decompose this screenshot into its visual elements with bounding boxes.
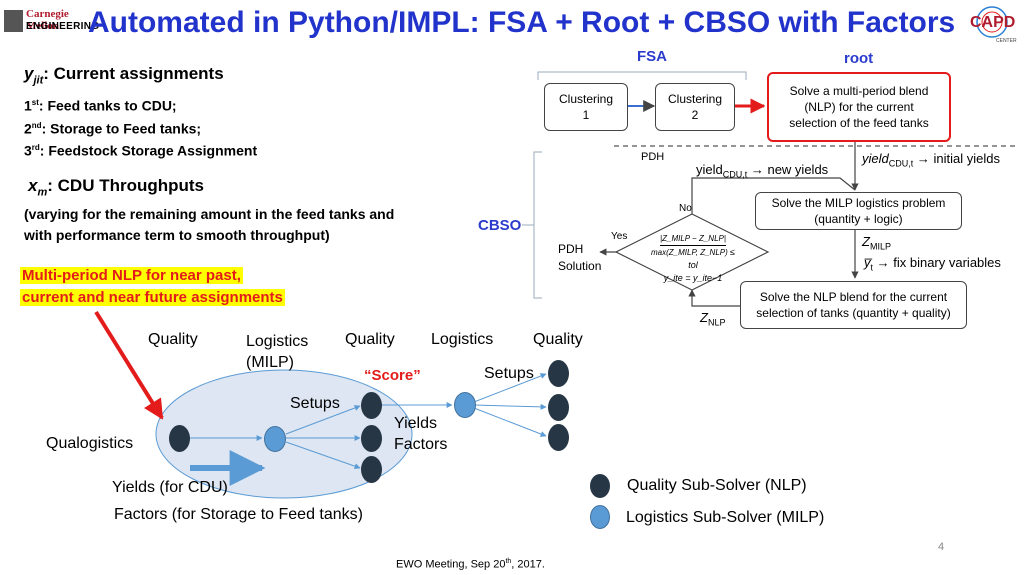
page-title: Automated in Python/IMPL: FSA + Root + C… bbox=[88, 6, 956, 39]
quality-label-1: Quality bbox=[148, 331, 198, 348]
quality-node-2 bbox=[361, 425, 382, 452]
assignment-list: 1st: Feed tanks to CDU; 2nd: Storage to … bbox=[24, 93, 257, 161]
new-yield-label: yieldCDU,t → new yields bbox=[696, 162, 829, 180]
xm-description: (varying for the remaining amount in the… bbox=[24, 206, 395, 243]
qualogistics-node bbox=[169, 425, 190, 452]
logo-cmu-line2: ENGINEERING bbox=[26, 21, 100, 32]
yes-label: Yes bbox=[611, 231, 628, 242]
cbso-label: CBSO bbox=[478, 217, 522, 234]
logo-cmu-line1: Carnegie Mellon bbox=[26, 8, 69, 32]
score-label: “Score” bbox=[364, 367, 421, 384]
milp-logistics-box: Solve the MILP logistics problem(quantit… bbox=[755, 192, 962, 230]
capd-logo: CAPD CENTER bbox=[966, 4, 1018, 44]
page-number: 4 bbox=[938, 541, 945, 553]
legend-quality-label: Quality Sub-Solver (NLP) bbox=[627, 477, 807, 494]
fsa-label: FSA bbox=[637, 48, 667, 65]
legend-logistics-dot bbox=[590, 505, 610, 529]
cmu-engineering-logo: Carnegie Mellon ENGINEERING bbox=[4, 8, 99, 34]
logistics-label-2: Logistics bbox=[431, 331, 494, 348]
root-label: root bbox=[844, 50, 874, 67]
logistics-milp-label: Logistics(MILP) bbox=[246, 333, 309, 371]
quality-node-3 bbox=[361, 456, 382, 483]
z-milp-label: ZMILP bbox=[862, 234, 891, 252]
convergence-criterion: |Z_MILP − Z_NLP| max(Z_MILP, Z_NLP) ≤ to… bbox=[651, 234, 735, 283]
logistics-node-1 bbox=[264, 426, 286, 452]
cmu-building-icon bbox=[4, 10, 23, 32]
quality-label-3: Quality bbox=[533, 331, 583, 348]
nlp-highlight-note: Multi-period NLP for near past, current … bbox=[20, 267, 285, 306]
setups-label-2: Setups bbox=[484, 365, 534, 382]
footer-meeting: EWO Meeting, Sep 20th, 2017. bbox=[396, 558, 545, 571]
quality-label-2: Quality bbox=[345, 331, 395, 348]
capd-logo-subtext: CENTER bbox=[996, 38, 1017, 44]
quality-node-4 bbox=[548, 360, 569, 387]
factors-storage-label: Factors (for Storage to Feed tanks) bbox=[114, 506, 363, 523]
yjit-heading: yjit: Current assignments bbox=[24, 64, 224, 87]
no-label: No bbox=[679, 203, 692, 214]
assignment-item-2: 2nd: Storage to Feed tanks; bbox=[24, 120, 202, 137]
z-nlp-label: ZNLP bbox=[700, 310, 726, 328]
assignment-item-1: 1st: Feed tanks to CDU; bbox=[24, 97, 177, 114]
fix-binary-label: y̅t → fix binary variables bbox=[864, 255, 1001, 273]
setups-label-1: Setups bbox=[290, 395, 340, 412]
logistics-node-2 bbox=[454, 392, 476, 418]
yields-for-cdu-label: Yields (for CDU) bbox=[112, 479, 228, 496]
xm-heading: xm: CDU Throughputs bbox=[28, 176, 204, 199]
capd-logo-text: CAPD bbox=[970, 14, 1015, 31]
quality-node-score bbox=[361, 392, 382, 419]
legend-quality-dot bbox=[590, 474, 610, 498]
quality-node-6 bbox=[548, 424, 569, 451]
pdh-label: PDH bbox=[641, 151, 665, 163]
assignment-item-3: 3rd: Feedstock Storage Assignment bbox=[24, 142, 258, 159]
qualogistics-label: Qualogistics bbox=[46, 435, 134, 452]
initial-yield-label: yieldCDU,t → initial yields bbox=[862, 151, 1000, 169]
quality-node-5 bbox=[548, 394, 569, 421]
legend-logistics-label: Logistics Sub-Solver (MILP) bbox=[626, 509, 825, 526]
solve-blend-box: Solve a multi-period blend(NLP) for the … bbox=[767, 72, 951, 142]
